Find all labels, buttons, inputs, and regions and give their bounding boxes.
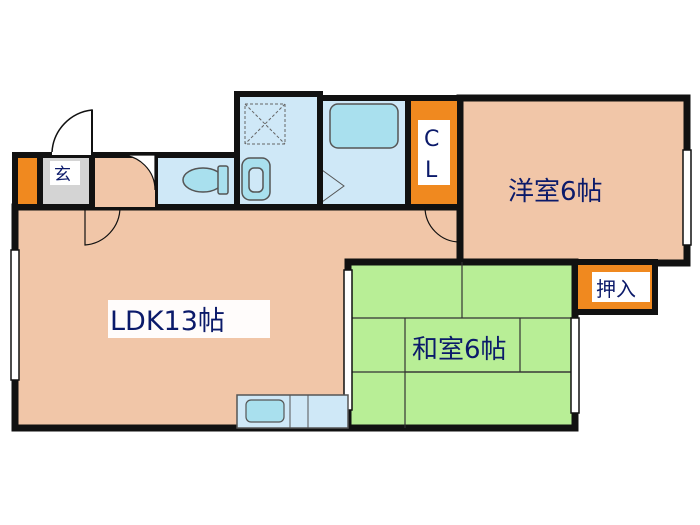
toilet-icon xyxy=(182,165,229,195)
tatami-lines xyxy=(348,262,575,428)
ldk-label-bg xyxy=(108,300,270,338)
oshiire-label-bg xyxy=(592,272,650,302)
cl-label-c: C xyxy=(424,127,439,152)
oshiire-label: 押入 xyxy=(596,277,636,301)
japanese-room-label: 和室6帖 xyxy=(412,335,507,365)
ldk-label: LDK13帖 xyxy=(110,306,225,337)
front-door-icon xyxy=(51,109,93,155)
sink-icon xyxy=(241,157,271,201)
cl-label-l: L xyxy=(425,158,438,183)
cl-closet xyxy=(405,95,463,210)
door-arcs xyxy=(84,154,461,246)
entrance-label: 玄 xyxy=(54,165,71,185)
bath-door-icon xyxy=(321,169,345,203)
bathtub-icon xyxy=(329,103,399,149)
cl-label-bg xyxy=(418,120,450,185)
western-room-label: 洋室6帖 xyxy=(508,177,603,207)
windows xyxy=(10,149,692,414)
shoe-cabinet xyxy=(12,152,43,210)
washing-machine-icon xyxy=(244,103,286,145)
kitchen-counter xyxy=(236,394,349,429)
entrance-label-bg xyxy=(50,161,80,185)
